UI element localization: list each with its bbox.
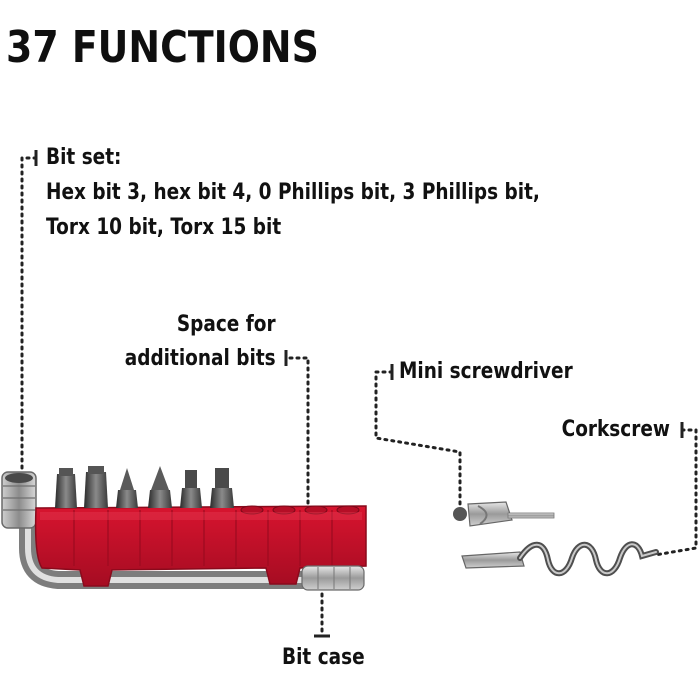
- bit-set-list-line-2: Torx 10 bit, Torx 15 bit: [46, 215, 282, 240]
- page-title: 37 FUNCTIONS: [6, 22, 319, 73]
- leader-lines: [20, 156, 698, 634]
- leader-ticks: [34, 150, 684, 638]
- bit-case-clip: [301, 565, 365, 591]
- corkscrew: [461, 541, 659, 577]
- red-bit-case: [34, 505, 367, 587]
- hex-bit-3: [55, 468, 77, 508]
- bit-holder-wrench: [1, 471, 321, 589]
- space-leader: [288, 356, 310, 507]
- phillips-bit-0: [116, 468, 138, 508]
- bit-set-heading: Bit set:: [46, 145, 122, 170]
- bit-set-leader: [20, 156, 38, 480]
- torx-bit-15: [210, 468, 234, 508]
- hex-bit-4: [84, 466, 108, 508]
- mini-screwdriver-leader: [374, 370, 462, 514]
- phillips-bit-3: [148, 466, 172, 508]
- mini-screwdriver: [453, 501, 555, 527]
- corkscrew-leader: [653, 428, 698, 557]
- bit-case-label: Bit case: [282, 645, 365, 670]
- mini-screwdriver-label: Mini screwdriver: [399, 359, 573, 384]
- bit-set-list-line-1: Hex bit 3, hex bit 4, 0 Phillips bit, 3 …: [46, 180, 540, 205]
- space-for-bits-line-1: Space for: [177, 312, 276, 337]
- screwdriver-bits: [55, 466, 234, 508]
- corkscrew-label: Corkscrew: [561, 417, 670, 442]
- space-for-bits-line-2: additional bits: [125, 346, 276, 371]
- torx-bit-10: [180, 470, 202, 508]
